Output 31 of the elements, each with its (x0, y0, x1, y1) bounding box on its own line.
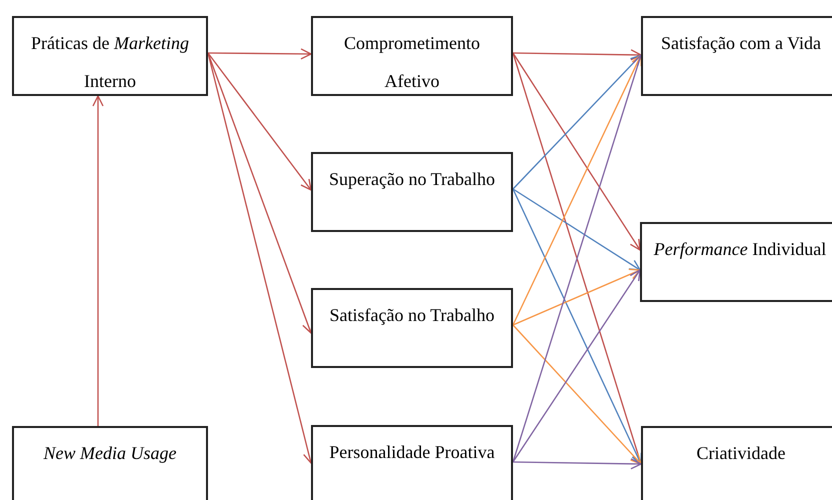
box-label: Práticas de Marketing Interno (30, 32, 190, 93)
arrow (92, 95, 104, 426)
concept-box (311, 152, 513, 232)
arrow (208, 48, 312, 60)
concept-box (311, 16, 513, 96)
arrow (512, 269, 641, 462)
box-label: Satisfação com a Vida (660, 32, 822, 55)
box-label: Criatividade (696, 442, 786, 465)
arrow (207, 52, 313, 334)
box-label: Superação no Trabalho (329, 168, 495, 191)
box-label: Comprometimento Afetivo (343, 32, 481, 93)
concept-box (640, 222, 832, 302)
concept-box (641, 426, 832, 500)
arrow (512, 52, 641, 251)
arrow (512, 188, 641, 271)
arrow (207, 52, 312, 191)
concept-box (12, 426, 208, 500)
box-label: Satisfação no Trabalho (330, 304, 494, 327)
arrow (512, 54, 642, 190)
arrow (512, 458, 642, 470)
box-label: Personalidade Proativa (329, 441, 495, 464)
concept-box (12, 16, 208, 96)
concept-box (311, 425, 513, 500)
arrow (512, 324, 642, 465)
concept-box (311, 288, 513, 368)
arrow (512, 268, 641, 326)
box-label: Performance Individual (654, 238, 826, 261)
concept-box (641, 16, 832, 96)
arrow (512, 49, 642, 60)
arrow (512, 54, 642, 326)
box-label: New Media Usage (44, 442, 176, 465)
